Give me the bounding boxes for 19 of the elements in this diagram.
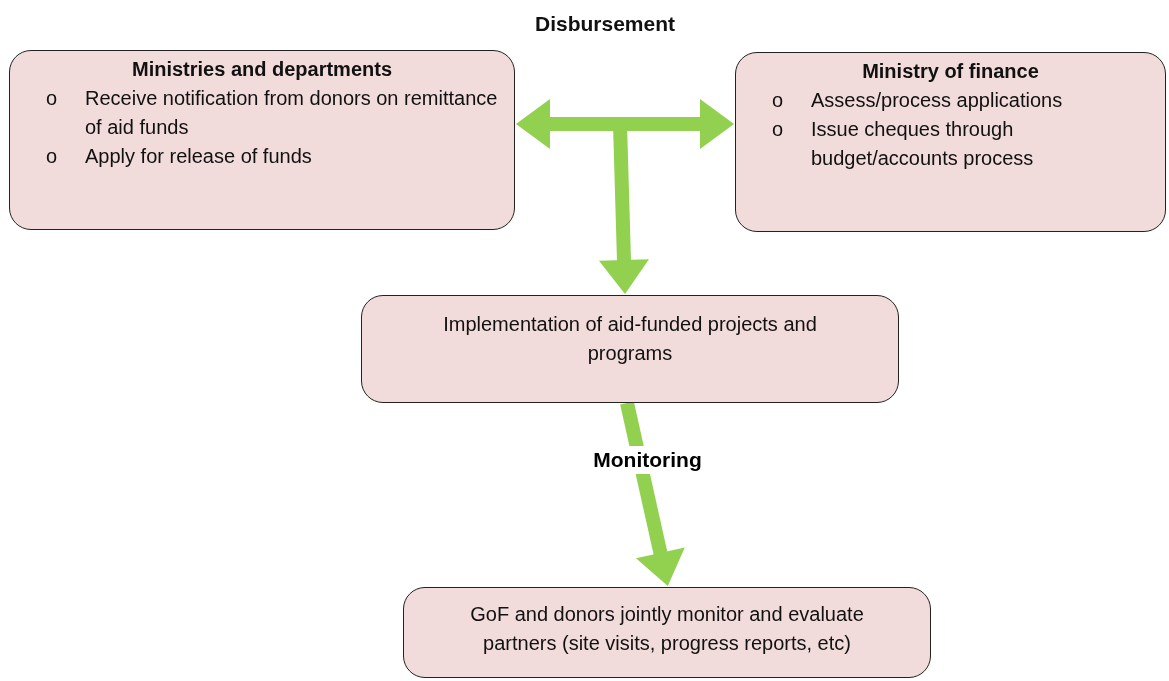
bullet-marker: o [772, 117, 784, 142]
bullet-marker: o [46, 86, 58, 111]
process-box [361, 295, 899, 403]
box-text: Implementation of aid-funded projects and programs [442, 312, 818, 366]
bullet-text: Apply for release of funds [85, 145, 312, 167]
bullet-text: Assess/process applications [811, 89, 1063, 111]
bullet-marker: o [772, 88, 784, 113]
arrow [620, 401, 685, 586]
bullet-text: Issue cheques through budget/accounts process [811, 118, 1034, 169]
process-box [9, 50, 515, 230]
box-heading: Ministry of finance [861, 59, 1040, 84]
process-box [735, 52, 1166, 232]
arrow [516, 99, 734, 149]
box-text: GoF and donors jointly monitor and evaluate partners (site visits, progress reports, etc) [469, 602, 865, 656]
bullet-marker: o [46, 144, 58, 169]
section-label: Disbursement [535, 12, 676, 36]
bullet-text: Receive notification from donors on remittance of aid funds [85, 87, 498, 138]
box-heading: Ministries and departments [130, 57, 394, 82]
process-box [403, 587, 931, 678]
